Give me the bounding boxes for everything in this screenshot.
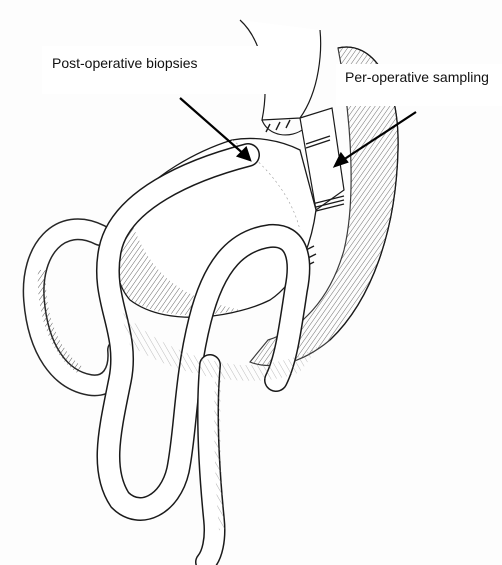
label-post-operative-biopsies: Post-operative biopsies (42, 46, 300, 94)
label-per-operative-sampling: Per-operative sampling (336, 64, 502, 106)
label-post-operative-text: Post-operative biopsies (52, 55, 198, 71)
label-per-operative-text: Per-operative sampling (345, 69, 489, 85)
